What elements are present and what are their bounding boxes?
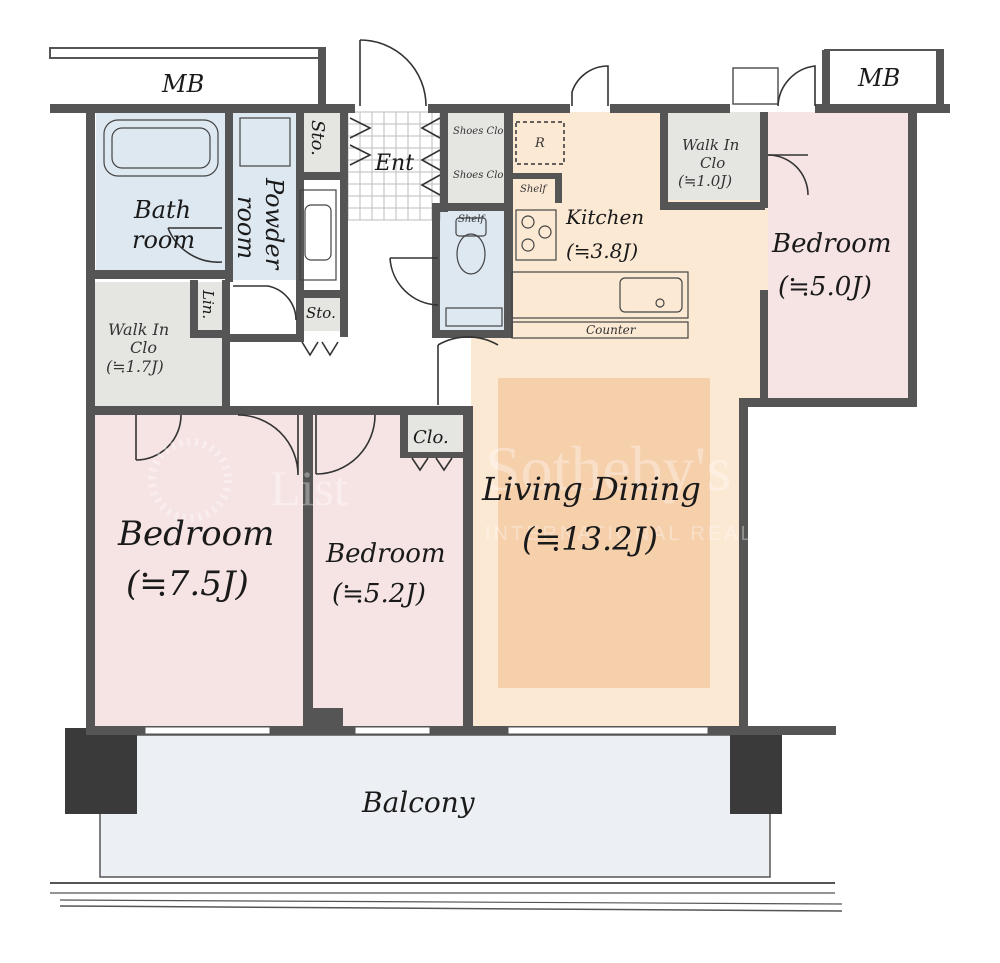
sink	[619, 277, 683, 313]
balcony-pillar-left	[65, 728, 137, 814]
mb-left-box	[49, 47, 326, 59]
bedroom-right-left-wall	[760, 112, 768, 208]
watermark-text-1: List	[270, 460, 348, 516]
shoes-clo-label-2: Shoes Clo	[453, 170, 503, 181]
bedroom-big-fill	[93, 412, 303, 728]
doors	[135, 39, 816, 476]
shelf-top-label: Shelf	[520, 184, 548, 195]
toilet	[455, 217, 487, 237]
bedroom-big-right-wall	[303, 412, 313, 730]
balcony-top-wall	[86, 726, 836, 735]
sto-mid-fill	[298, 295, 344, 331]
clo-fill	[406, 415, 462, 457]
bedroom-right-name: Bedroom	[771, 229, 892, 259]
kitchen-counter	[511, 271, 689, 319]
wic-right-fill	[668, 112, 760, 200]
counter-label: Counter	[586, 323, 637, 337]
bath-label-2: room	[132, 226, 195, 254]
bedroom-right-bottom-wall	[740, 398, 917, 407]
balcony-pillar-right	[730, 728, 782, 814]
living-rug	[498, 378, 710, 688]
bedroom-big-size: (≒7.5J)	[126, 564, 249, 604]
wic-right-walls	[660, 112, 668, 210]
powder-label-1: Powder	[260, 177, 288, 271]
entrance-tiles	[347, 111, 441, 221]
wic-left-label-3: (≒1.7J)	[106, 357, 164, 376]
bath-label-1: Bath	[133, 196, 191, 224]
shower-tray	[239, 117, 291, 167]
stove	[515, 209, 557, 261]
fixtures	[103, 117, 689, 339]
shoes-clo-walls	[440, 112, 448, 212]
top-wall-mid2	[610, 104, 730, 113]
wic-right-label-2: Clo	[700, 154, 725, 172]
wic-right-label-3: (≒1.0J)	[678, 172, 732, 190]
fridge-label: R	[534, 136, 545, 151]
sto-mid-label: Sto.	[306, 304, 336, 322]
living-name: Living Dining	[481, 470, 701, 508]
bedroom-right-size: (≒5.0J)	[778, 272, 872, 302]
room-fills	[93, 112, 908, 728]
sto-top-fill	[303, 112, 343, 172]
top-wall-mid	[428, 104, 570, 113]
bedroom-mid-size: (≒5.2J)	[332, 579, 426, 609]
kitchen-name: Kitchen	[565, 205, 644, 229]
balcony-windows	[144, 726, 709, 735]
living-size: (≒13.2J)	[522, 520, 658, 558]
bedroom-mid-right-wall	[463, 412, 473, 730]
bedroom-right-fill	[768, 112, 908, 402]
right-outer-wall	[908, 104, 917, 406]
bath-right-wall	[225, 112, 233, 282]
watermark: List Sotheby's INTERNATIONAL REALTY	[148, 433, 785, 545]
ent-label: Ent	[374, 151, 414, 176]
clo-label: Clo.	[413, 427, 449, 448]
labels: MB MB Bath room Powder room Sto. Sto. Li…	[106, 64, 900, 819]
left-outer-wall	[86, 104, 95, 729]
bedroom-mid-name: Bedroom	[325, 539, 446, 569]
lin-fill	[196, 285, 222, 329]
balcony-label: Balcony	[361, 786, 476, 819]
kitchen-size: (≒3.8J)	[566, 239, 638, 263]
watermark-text-3: INTERNATIONAL REALTY	[485, 523, 785, 545]
living-right-wall	[739, 398, 748, 732]
wc-fill	[440, 210, 504, 332]
top-wall-left	[50, 104, 355, 113]
watermark-text-2: Sotheby's	[485, 433, 731, 504]
powder-label-2: room	[232, 196, 260, 259]
vanity	[299, 189, 337, 281]
shoes-clo-label-1: Shoes Clo	[453, 126, 503, 137]
shelf-wc-label: Shelf	[458, 214, 486, 225]
fridge-box	[515, 121, 565, 165]
mb-left-label: MB	[161, 70, 204, 98]
top-wall-right	[815, 104, 950, 113]
bedroom-big-name: Bedroom	[117, 514, 274, 554]
wic-left-label-2: Clo	[130, 338, 157, 357]
bathtub	[103, 119, 219, 177]
balcony	[50, 728, 843, 912]
mb-right-label: MB	[857, 64, 900, 92]
walls	[49, 47, 950, 735]
bath-fill	[96, 112, 226, 270]
bath-bottom-wall	[93, 270, 228, 279]
wic-left-label-1: Walk In	[108, 320, 169, 339]
balcony-fill	[99, 734, 771, 878]
lin-label: Lin.	[199, 289, 217, 319]
wic-left-bottom-wall	[93, 406, 473, 415]
sto-top-label: Sto.	[307, 120, 328, 156]
lin-wall	[190, 280, 198, 335]
shoes-clo-fill	[448, 112, 506, 204]
wic-right-label-1: Walk In	[682, 136, 739, 154]
